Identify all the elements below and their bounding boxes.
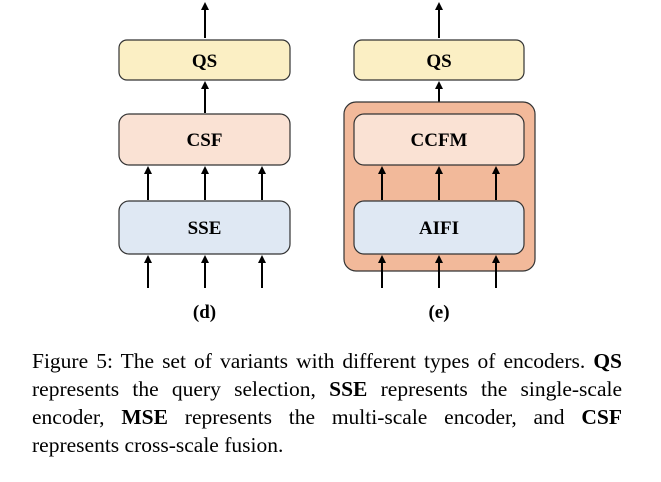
sse-box	[118, 200, 291, 255]
qs-box-label: QS	[192, 51, 217, 72]
caption-term-csf: CSF	[581, 405, 622, 429]
csf-box-label: CSF	[187, 130, 223, 151]
variant-d: QS CSF SSE (d)	[118, 2, 291, 323]
csf-box	[118, 113, 291, 166]
caption-prefix: Figure 5: The set of variants with diffe…	[32, 349, 594, 373]
aifi-box	[353, 200, 525, 255]
caption-text: represents the multi-scale encoder, and	[167, 405, 582, 429]
qs-box	[118, 39, 291, 81]
sse-box-label: SSE	[188, 218, 222, 239]
figure-caption: Figure 5: The set of variants with diffe…	[32, 347, 622, 459]
ccfm-box	[353, 113, 525, 166]
subfigure-label-d: (d)	[193, 302, 216, 323]
aifi-box-label: AIFI	[419, 218, 459, 239]
caption-text: represents the query selection,	[32, 377, 330, 401]
subfigure-label-e: (e)	[428, 302, 449, 323]
encoder-variants-diagram: QS CSF SSE (d) QS CCFM	[118, 2, 536, 323]
caption-term-mse: MSE	[121, 405, 168, 429]
ccfm-box-label: CCFM	[411, 130, 468, 151]
caption-term-qs: QS	[593, 349, 622, 373]
caption-term-sse: SSE	[329, 377, 368, 401]
variant-e: QS CCFM AIFI (e)	[343, 2, 536, 323]
qs-box	[353, 39, 525, 81]
qs-box-label: QS	[426, 51, 451, 72]
caption-text: represents cross-scale fusion.	[32, 433, 284, 457]
caption-text: represents the single-scale encoder,	[32, 377, 623, 429]
